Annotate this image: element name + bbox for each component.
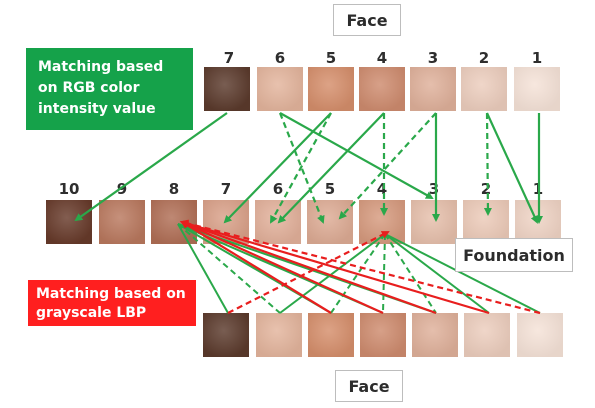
foundation-swatch	[203, 200, 249, 244]
face-top-swatch	[359, 67, 405, 111]
lbp-green-line	[279, 233, 386, 314]
lbp-green-line	[382, 233, 386, 314]
face-bottom-swatch	[517, 313, 563, 357]
foundation-number: 7	[220, 180, 232, 198]
face-bottom-swatch	[256, 313, 302, 357]
face-top-number: 6	[274, 49, 286, 67]
face-top-swatch	[257, 67, 303, 111]
face-top-swatch	[308, 67, 354, 111]
foundation-number: 4	[376, 180, 388, 198]
face-bottom-swatch	[464, 313, 510, 357]
face-bottom-swatch	[360, 313, 406, 357]
face-top-swatch	[204, 67, 250, 111]
face-top-swatch	[514, 67, 560, 111]
foundation-swatch	[255, 200, 301, 244]
face-top-swatch	[410, 67, 456, 111]
face-bottom-swatch	[203, 313, 249, 357]
rgb-matching-label: Matching based on RGB color intensity va…	[26, 48, 193, 130]
rgb-label-line-1: Matching based	[38, 59, 164, 75]
face-bottom-label: Face	[335, 370, 403, 402]
face-bottom-swatch	[412, 313, 458, 357]
foundation-swatch	[411, 200, 457, 244]
foundation-number: 1	[532, 180, 544, 198]
foundation-label: Foundation	[455, 238, 573, 272]
foundation-number: 9	[116, 180, 128, 198]
lbp-matching-label: Matching based on grayscale LBP	[28, 280, 196, 326]
face-top-number: 2	[478, 49, 490, 67]
rgb-arrow	[279, 112, 434, 199]
foundation-number: 8	[168, 180, 180, 198]
lbp-label-line-2: grayscale LBP	[36, 305, 147, 321]
face-top-number: 1	[531, 49, 543, 67]
foundation-swatch	[151, 200, 197, 244]
rgb-label-line-3: intensity value	[38, 101, 156, 117]
rgb-arrow	[483, 112, 492, 216]
face-top-number: 4	[376, 49, 388, 67]
rgb-label-line-2: on RGB color	[38, 80, 140, 96]
face-top-label: Face	[333, 4, 401, 36]
face-top-number: 7	[223, 49, 235, 67]
foundation-number: 3	[428, 180, 440, 198]
foundation-number: 10	[58, 180, 80, 198]
face-top-number: 3	[427, 49, 439, 67]
lbp-red-arrow	[227, 231, 390, 314]
lbp-label-line-1: Matching based on	[36, 286, 186, 302]
foundation-swatch	[46, 200, 92, 244]
foundation-swatch	[359, 200, 405, 244]
foundation-number: 6	[272, 180, 284, 198]
foundation-number: 5	[324, 180, 336, 198]
foundation-swatch	[307, 200, 353, 244]
face-top-number: 5	[325, 49, 337, 67]
face-bottom-swatch	[308, 313, 354, 357]
lbp-green-line	[384, 233, 437, 314]
lbp-green-line	[330, 233, 386, 314]
foundation-swatch	[99, 200, 145, 244]
foundation-number: 2	[480, 180, 492, 198]
face-top-swatch	[461, 67, 507, 111]
